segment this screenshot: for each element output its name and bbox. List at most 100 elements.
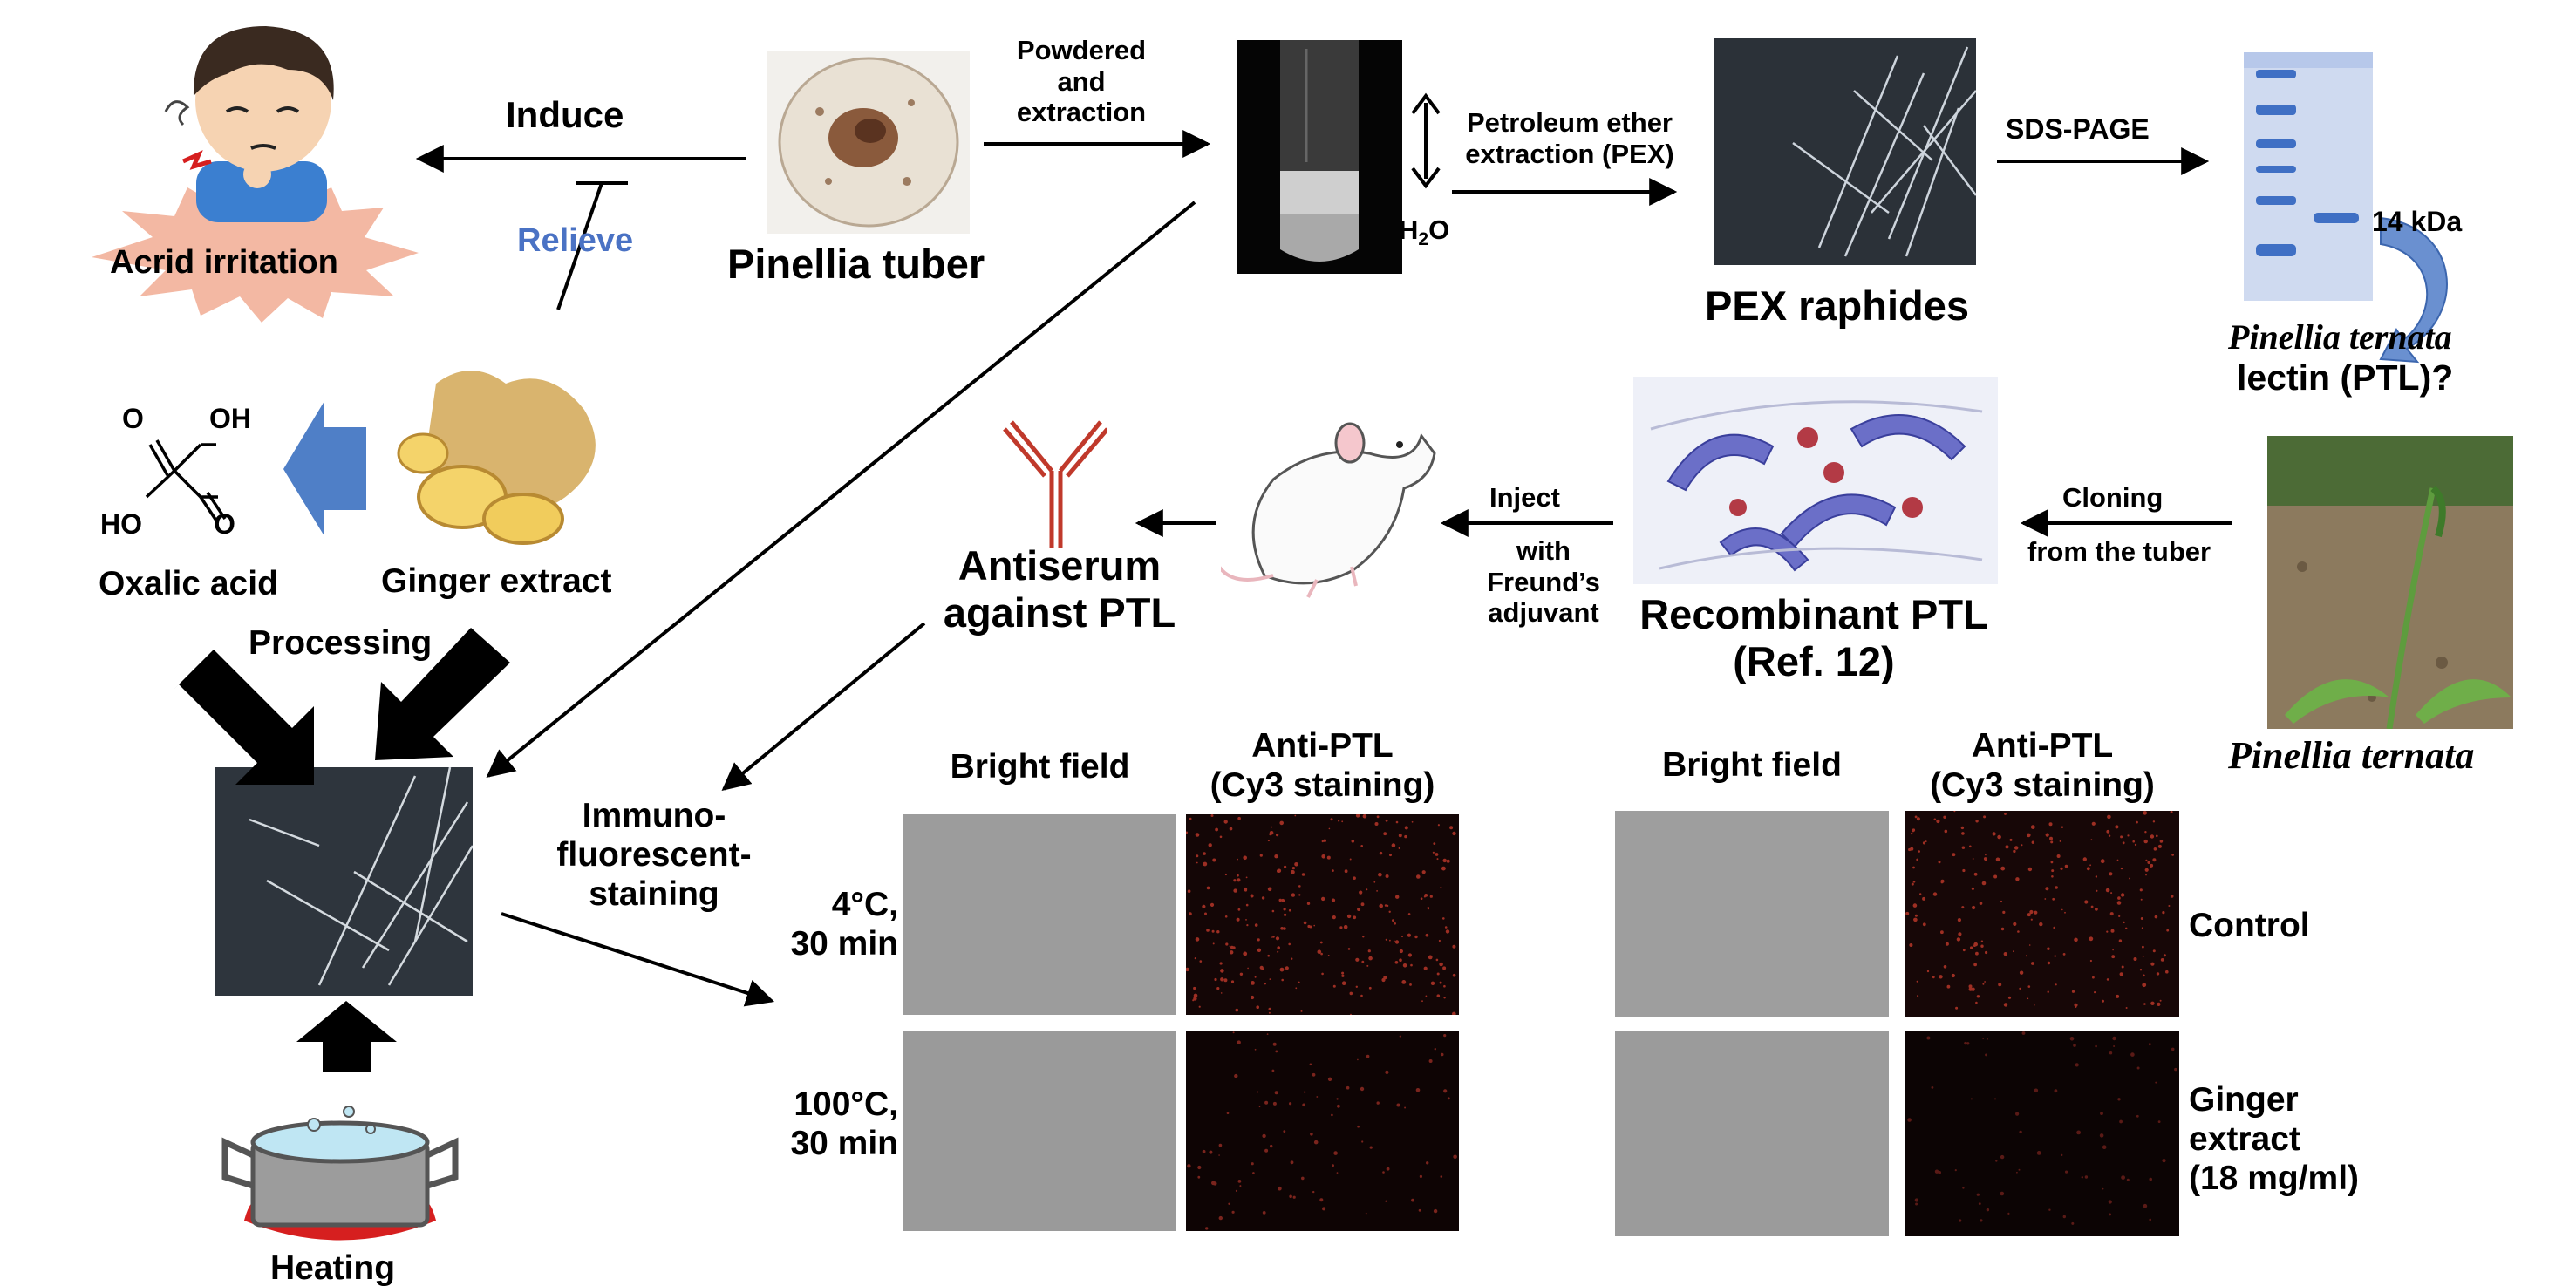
fluorescence-dot [2019,987,2021,990]
fluorescence-dot [1381,977,1386,983]
fluorescence-dot [1330,818,1333,821]
mouse-illustration [1221,422,1436,598]
fluorescence-dot [1442,917,1445,920]
fluorescence-dot [1261,968,1264,970]
fluorescence-dot [1432,851,1435,854]
fluorescence-dot [1998,983,2002,987]
fluorescence-dot [2110,929,2115,933]
fluorescence-dot [2145,859,2148,861]
fluorescence-dot [1298,885,1301,888]
fluorescence-dot [1321,972,1324,976]
fluorescence-dot [1357,1125,1360,1128]
fluorescence-dot [1294,862,1298,867]
fluorescence-dot [1247,967,1249,970]
fluorescence-dot [2143,839,2148,844]
fluorescence-dot [1327,1077,1332,1081]
fluorescence-dot [2089,936,2094,942]
fluorescence-dot [2105,888,2110,893]
fluorescence-dot [1369,1146,1373,1149]
fluorescence-dot [1911,832,1913,835]
induce-label: Induce [506,94,624,135]
fluorescence-dot [1926,970,1930,973]
fluorescence-dot [1421,870,1426,874]
fluorescence-dot [2140,917,2143,920]
fluorescence-dot [2155,1081,2157,1084]
fluorescence-dot [1246,924,1249,927]
fluorescence-dot [1391,843,1396,847]
fluorescence-dot [2075,1006,2077,1008]
fluorescence-dot [2027,985,2031,988]
fluorescence-dot [1274,854,1278,859]
fluorescence-dot [1193,993,1198,998]
fluorescence-dot [1223,820,1228,824]
fluorescence-dot [1282,899,1285,902]
fluorescence-dot [2171,854,2174,856]
fluorescence-dot [1436,858,1439,861]
fluorescence-dot [1256,1005,1259,1009]
fluorescence-dot [2149,1218,2151,1221]
fluorescence-dot [2132,840,2135,843]
fluorescence-dot [1266,1033,1269,1035]
fluorescence-dot [2109,912,2114,916]
fluorescence-dot [2141,927,2143,929]
fluorescence-dot [1447,1097,1450,1100]
fluorescence-dot [1975,1001,1978,1004]
oxalic-acid-structure [145,439,227,524]
fluorescence-dot [2143,1203,2148,1208]
fluorescence-dot [1997,834,2001,840]
shirt [196,161,327,222]
fluorescence-dot [1938,861,1941,864]
fluorescence-dot [2051,869,2055,873]
fluorescence-dot [1915,1202,1918,1206]
fluorescence-dot [1239,972,1244,976]
fluorescence-dot [1378,872,1382,877]
fluorescence-dot [2162,911,2165,915]
pinellia-tuber-label: Pinellia tuber [727,241,985,287]
fluorescence-dot [1229,945,1231,947]
fluorescence-dot [2102,999,2104,1003]
fluorescence-dot [1268,1011,1271,1014]
fluorescence-dot [1307,924,1311,929]
fluorescence-dot [1983,815,1987,819]
fluorescence-dot [1211,1181,1216,1186]
fluorescence-dot [1427,907,1430,909]
fluorescence-dot [2102,1145,2107,1149]
fluorescence-dot [2019,970,2024,975]
fluorescence-dot [1395,820,1399,824]
fluorescence-dot [2089,864,2091,867]
fluorescence-dot [1275,936,1280,941]
fluorescence-dot [1284,865,1287,868]
relieve-inhibitor-line [556,182,603,310]
fluorescence-dot [2050,840,2054,844]
fluorescence-dot [1425,995,1428,997]
fluorescence-dot [1267,954,1270,957]
relieve-label: Relieve [517,222,634,259]
fluorescence-dot [1341,974,1345,977]
fluorescence-dot [1952,853,1956,857]
worry-squiggle [164,100,190,126]
fluorescence-dot [1959,1219,1962,1222]
fluorescence-dot [1269,833,1272,836]
fluorescence-dot [1962,949,1966,952]
fluorescence-dot [1970,1098,1973,1100]
fluorescence-dot [1389,939,1391,942]
fluorescence-dot [2106,978,2109,981]
fluorescence-dot [1278,1186,1282,1191]
fluorescence-dot [1355,985,1358,988]
fluorescence-dot [1208,843,1212,847]
fluorescence-dot [1193,997,1197,1001]
fluorescence-dot [1283,908,1286,911]
fluorescence-dot [1987,1038,1988,1040]
fluorescence-dot [1237,874,1239,877]
fluorescence-dot [2029,909,2034,915]
fluorescence-dot [1402,963,1407,968]
fluorescence-dot [1360,994,1363,997]
fluorescence-dot [1275,1050,1278,1053]
fluorescence-dot [2153,847,2157,851]
fluorescence-dot [1907,1118,1912,1122]
fluorescence-dot [1316,1096,1319,1098]
fluorescence-dot [1346,1085,1350,1090]
fluorescence-dot [2073,1044,2076,1047]
fluorescence-dot [1976,1193,1980,1196]
fluorescence-dot [2095,1044,2097,1048]
